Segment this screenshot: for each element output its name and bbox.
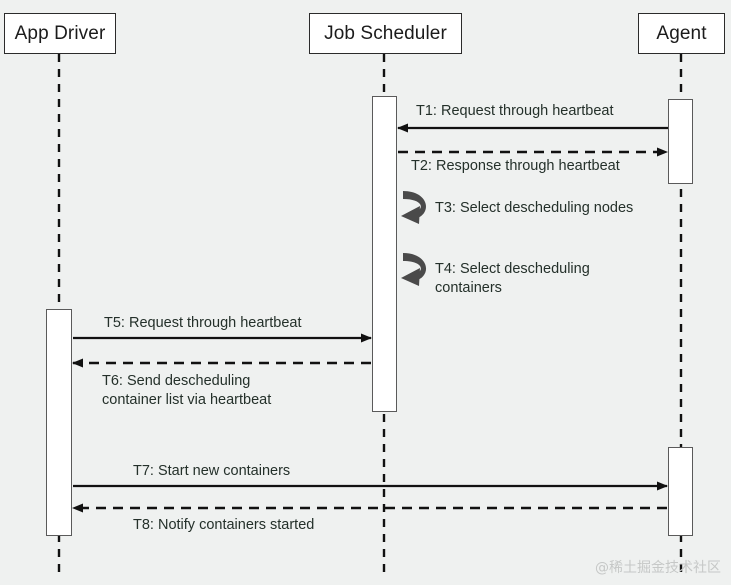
message-label-T5: T5: Request through heartbeat xyxy=(104,315,302,331)
self-loop-arc-T3 xyxy=(403,191,427,219)
activation-bar-agent-1 xyxy=(668,99,693,184)
message-label-T2: T2: Response through heartbeat xyxy=(411,158,620,174)
self-loop-arrowhead-T3 xyxy=(401,206,420,224)
message-label-T8: T8: Notify containers started xyxy=(133,517,315,533)
participant-label-agent: Agent xyxy=(656,22,707,44)
participant-box-job-scheduler[interactable]: Job Scheduler xyxy=(309,13,462,54)
participant-box-agent[interactable]: Agent xyxy=(638,13,725,54)
message-label-T3: T3: Select descheduling nodes xyxy=(435,200,634,216)
participant-label-job-scheduler: Job Scheduler xyxy=(324,22,447,44)
message-label-T7: T7: Start new containers xyxy=(133,463,291,479)
message-label-T1: T1: Request through heartbeat xyxy=(416,103,614,119)
self-loop-arc-T4 xyxy=(403,253,427,281)
participant-box-app-driver[interactable]: App Driver xyxy=(4,13,116,54)
self-loop-arrowhead-T4 xyxy=(401,268,420,286)
activation-bar-job-scheduler-0 xyxy=(372,96,397,412)
self-loop-T3 xyxy=(401,191,427,224)
watermark: @稀土掘金技术社区 xyxy=(595,560,721,576)
message-arrow-group xyxy=(72,123,668,513)
activation-bar-agent-3 xyxy=(668,447,693,536)
participant-label-app-driver: App Driver xyxy=(14,22,106,44)
message-label-T4: T4: Select descheduling containers xyxy=(435,261,590,296)
message-label-T6: T6: Send descheduling container list via… xyxy=(102,373,272,408)
self-loop-T4 xyxy=(401,253,427,286)
activation-bar-app-driver-2 xyxy=(46,309,72,536)
self-loop-group xyxy=(401,191,427,286)
